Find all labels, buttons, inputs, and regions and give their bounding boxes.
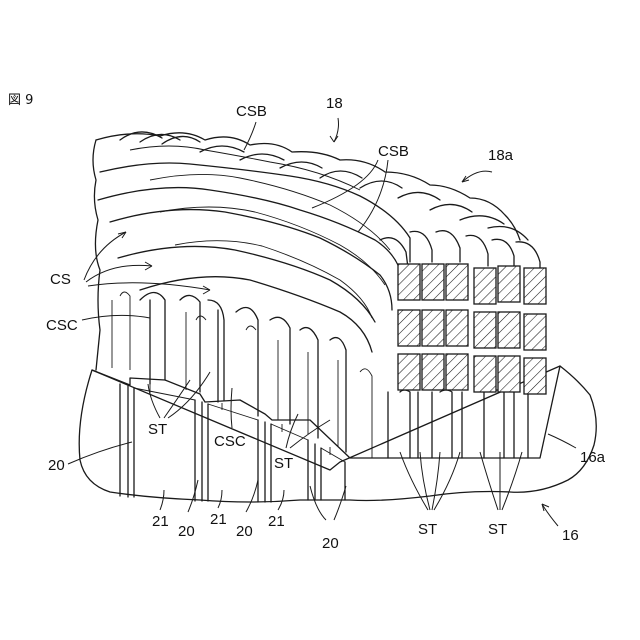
label-21-b: 21 bbox=[210, 511, 227, 528]
label-18a: 18a bbox=[488, 147, 514, 164]
label-csb-right: CSB bbox=[378, 143, 409, 160]
label-16: 16 bbox=[562, 527, 579, 544]
label-st-mid: ST bbox=[274, 455, 293, 472]
label-cs: CS bbox=[50, 271, 71, 288]
label-st-bottom-right: ST bbox=[488, 521, 507, 538]
label-st-bottom-left: ST bbox=[418, 521, 437, 538]
label-st-left: ST bbox=[148, 421, 167, 438]
label-20-b: 20 bbox=[236, 523, 253, 540]
label-21-a: 21 bbox=[152, 513, 169, 530]
conductor-cross-sections bbox=[398, 264, 546, 394]
label-21-c: 21 bbox=[268, 513, 285, 530]
label-20-c: 20 bbox=[322, 535, 339, 552]
label-20-left: 20 bbox=[48, 457, 65, 474]
figure-number: 図 9 bbox=[8, 93, 33, 108]
label-16a: 16a bbox=[580, 449, 606, 466]
label-20-a: 20 bbox=[178, 523, 195, 540]
label-csb-top: CSB bbox=[236, 103, 267, 120]
label-csc-mid: CSC bbox=[214, 433, 246, 450]
label-18: 18 bbox=[326, 95, 343, 112]
coil-sheet-bodies bbox=[93, 132, 540, 370]
label-csc-left: CSC bbox=[46, 317, 78, 334]
